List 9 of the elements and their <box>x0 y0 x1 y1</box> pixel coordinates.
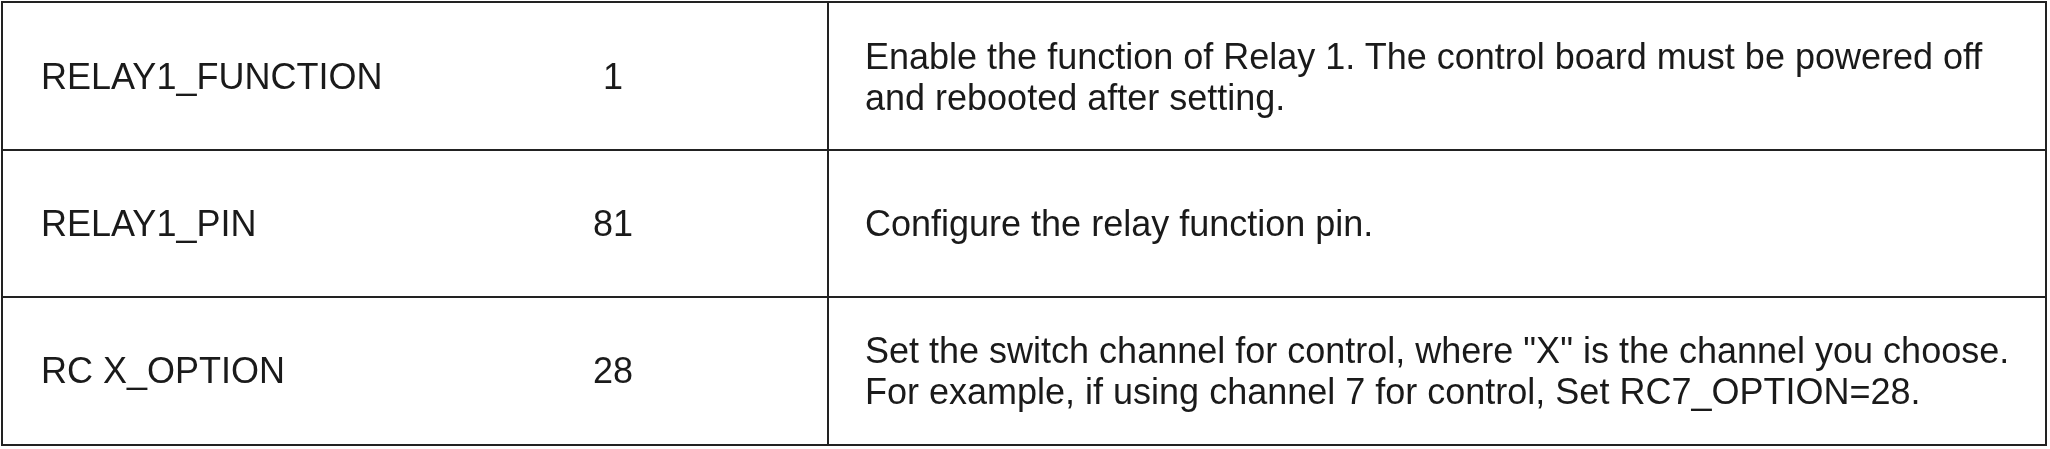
parameter-name: RELAY1_PIN <box>41 202 257 245</box>
parameter-value: 1 <box>602 55 624 98</box>
parameter-name: RELAY1_FUNCTION <box>41 55 383 98</box>
parameter-description: Set the switch channel for control, where "X" is the channel you choose. For example, if using channel 7 for control, Set RC7_OPTION=28. <box>865 329 2011 412</box>
parameter-name: RC X_OPTION <box>41 349 286 392</box>
parameter-value: 81 <box>591 202 634 245</box>
parameter-value: 28 <box>591 349 634 392</box>
parameter-description: Configure the relay function pin. <box>865 202 1375 245</box>
parameter-description: Enable the function of Relay 1. The control board must be powered off and rebooted after setting. <box>865 35 1984 118</box>
